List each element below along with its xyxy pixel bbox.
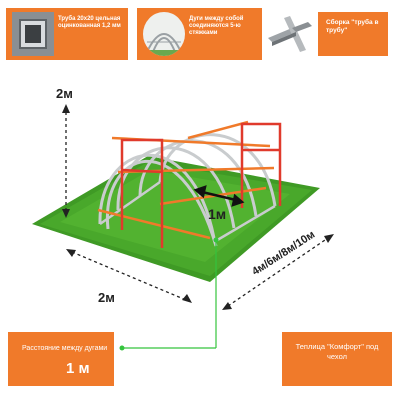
arc-spacing-label: Расстояние между дугами	[22, 345, 108, 352]
dimension-arrowheads	[62, 104, 334, 310]
arcs-feature-badge: Дуги между собой соединяются 5-ю стяжкам…	[137, 8, 267, 60]
frame-rails	[99, 180, 276, 244]
dimension-lines	[65, 112, 329, 307]
square-pipe-icon	[12, 12, 54, 56]
greenhouse-frame-icon	[143, 12, 185, 56]
pipe-joint-icon	[262, 10, 316, 58]
pipe-feature-text: Труба 20х20 цельная оцинкованная 1,2 мм	[58, 16, 121, 30]
red-door-frames	[120, 122, 282, 248]
arc-spacing-value: 1 м	[66, 360, 90, 377]
assembly-feature-badge: Сборка "труба в трубу"	[262, 8, 394, 60]
arc-gap-arrow	[193, 185, 245, 207]
arc-spacing-box: Расстояние между дугами 1 м	[8, 332, 114, 386]
assembly-text-box: Сборка "труба в трубу"	[318, 12, 388, 56]
width-label: 2м	[98, 290, 115, 305]
arcs-feature-text: Дуги между собой соединяются 5-ю стяжкам…	[189, 16, 244, 37]
spacing-pointer	[119, 237, 219, 351]
pipe-feature-badge: Труба 20х20 цельная оцинкованная 1,2 мм	[6, 8, 128, 60]
product-name-text: Теплица "Комфорт" под чехол	[295, 342, 379, 361]
height-label: 2м	[56, 86, 73, 101]
assembly-feature-text: Сборка "труба в трубу"	[326, 19, 379, 34]
product-name-box: Теплица "Комфорт" под чехол	[282, 332, 392, 386]
arc-gap-label: 1м	[208, 206, 227, 222]
